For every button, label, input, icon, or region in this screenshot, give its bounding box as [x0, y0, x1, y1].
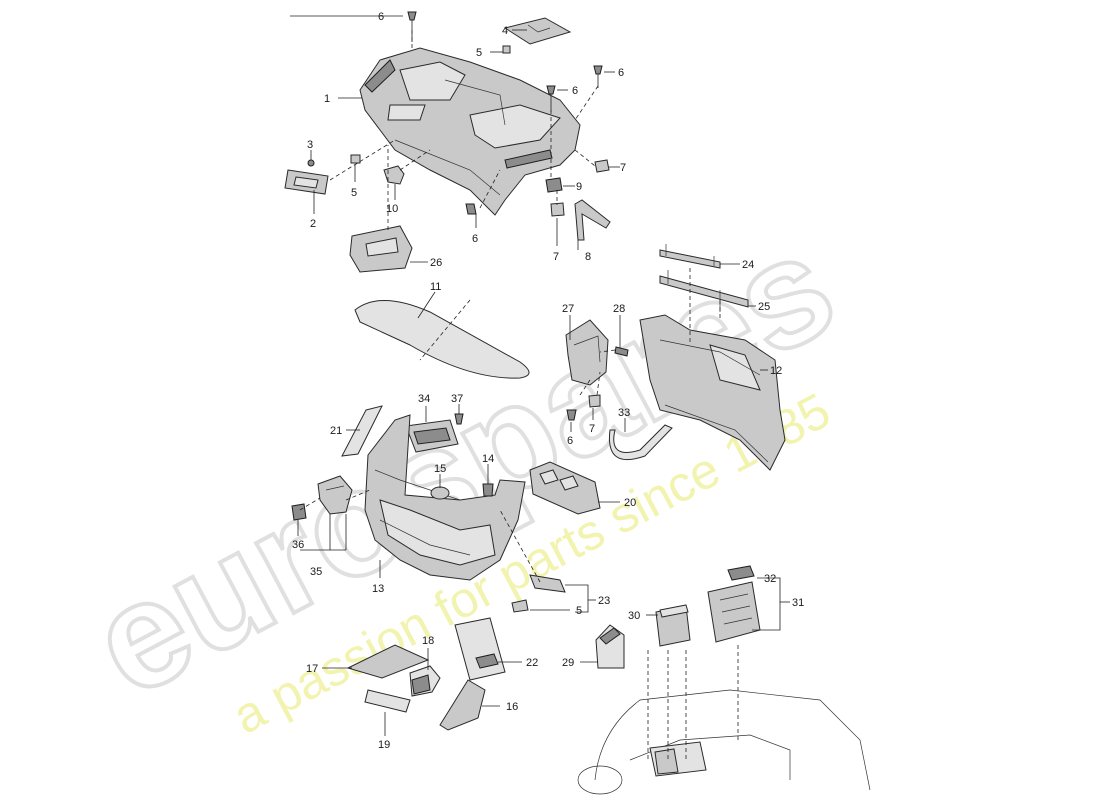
part-1-rear-shelf	[359, 47, 581, 216]
watermark: eurospares a passion for parts since 198…	[64, 198, 861, 744]
callout-5-lower: 5	[576, 605, 582, 617]
part-30-module	[655, 604, 691, 647]
callout-36: 36	[292, 539, 304, 551]
part-31-unit	[707, 581, 761, 643]
callout-30: 30	[628, 610, 640, 622]
callout-3: 3	[307, 139, 313, 151]
part-2-bracket	[284, 169, 329, 195]
callout-22: 22	[526, 657, 538, 669]
callout-7-mid: 7	[553, 251, 559, 263]
callout-1: 1	[324, 93, 330, 105]
callout-5-left: 5	[351, 187, 357, 199]
callout-25: 25	[758, 301, 770, 313]
callout-6-mid: 6	[472, 233, 478, 245]
callout-13: 13	[372, 583, 384, 595]
part-37-screw	[454, 413, 464, 425]
part-33-strap	[608, 424, 673, 461]
callout-6-right: 6	[572, 85, 578, 97]
callout-21: 21	[330, 425, 342, 437]
part-27-bracket	[565, 319, 609, 386]
callout-33: 33	[618, 407, 630, 419]
part-18-block	[409, 665, 441, 697]
callout-34: 34	[418, 393, 430, 405]
part-15-cap	[430, 486, 450, 500]
callout-26: 26	[430, 257, 442, 269]
callout-18: 18	[422, 635, 434, 647]
callout-29: 29	[562, 657, 574, 669]
callout-23: 23	[598, 595, 610, 607]
part-20-tray	[529, 461, 601, 515]
callout-7-right: 7	[620, 162, 626, 174]
part-26-handle	[349, 225, 413, 273]
callout-5-top: 5	[476, 47, 482, 59]
part-11-panel	[354, 300, 530, 379]
callout-14: 14	[482, 453, 494, 465]
part-28-screw	[614, 346, 629, 357]
callout-32: 32	[764, 573, 776, 585]
part-7-clips	[550, 159, 610, 408]
part-29-cover	[595, 624, 625, 669]
part-13-trunk-liner	[364, 414, 526, 581]
callout-6-right-top: 6	[618, 67, 624, 79]
vehicle-body-outline	[577, 689, 871, 795]
part-8-bracket	[574, 199, 611, 241]
leader-lines	[290, 15, 790, 736]
callout-12: 12	[770, 365, 782, 377]
part-4-cover-plate	[503, 17, 572, 45]
part-34-handle	[405, 419, 459, 453]
callout-31: 31	[792, 597, 804, 609]
callout-labels: 1 6 4 5 6 6 3 7 9 5 10 2 6 7 8 26 24 11 …	[292, 11, 804, 751]
callout-15: 15	[434, 463, 446, 475]
callout-8: 8	[585, 251, 591, 263]
callout-37: 37	[451, 393, 463, 405]
callout-6-lower: 6	[567, 435, 573, 447]
callout-9: 9	[576, 181, 582, 193]
callout-4: 4	[502, 25, 508, 37]
part-5-clip-upper	[350, 154, 361, 164]
part-19-bar	[364, 689, 411, 713]
part-35-latch	[317, 475, 353, 515]
callout-24: 24	[742, 259, 754, 271]
part-10-holder	[383, 165, 405, 185]
part-12-side-lining	[639, 314, 786, 471]
callout-28: 28	[613, 303, 625, 315]
part-24-rail	[659, 244, 721, 269]
part-32-cap	[727, 565, 755, 581]
callout-16: 16	[506, 701, 518, 713]
callout-10: 10	[386, 203, 398, 215]
callout-19: 19	[378, 739, 390, 751]
part-16-wedge	[439, 679, 486, 731]
part-5-clip-top	[502, 45, 511, 54]
part-21-strip	[341, 405, 383, 457]
callout-7-lower: 7	[589, 423, 595, 435]
callout-17: 17	[306, 663, 318, 675]
part-36-clip	[291, 503, 307, 521]
part-22-cover	[454, 617, 506, 681]
part-9-clip	[545, 177, 563, 193]
callout-11: 11	[430, 281, 441, 293]
part-14-screw	[482, 483, 494, 497]
callout-2: 2	[310, 218, 316, 230]
callout-6-top: 6	[378, 11, 384, 23]
callout-35: 35	[310, 566, 322, 578]
part-6-screws	[407, 11, 603, 421]
callout-20: 20	[624, 497, 636, 509]
callout-27: 27	[562, 303, 574, 315]
part-3-clip	[307, 159, 315, 167]
explosion-lines	[299, 30, 739, 760]
